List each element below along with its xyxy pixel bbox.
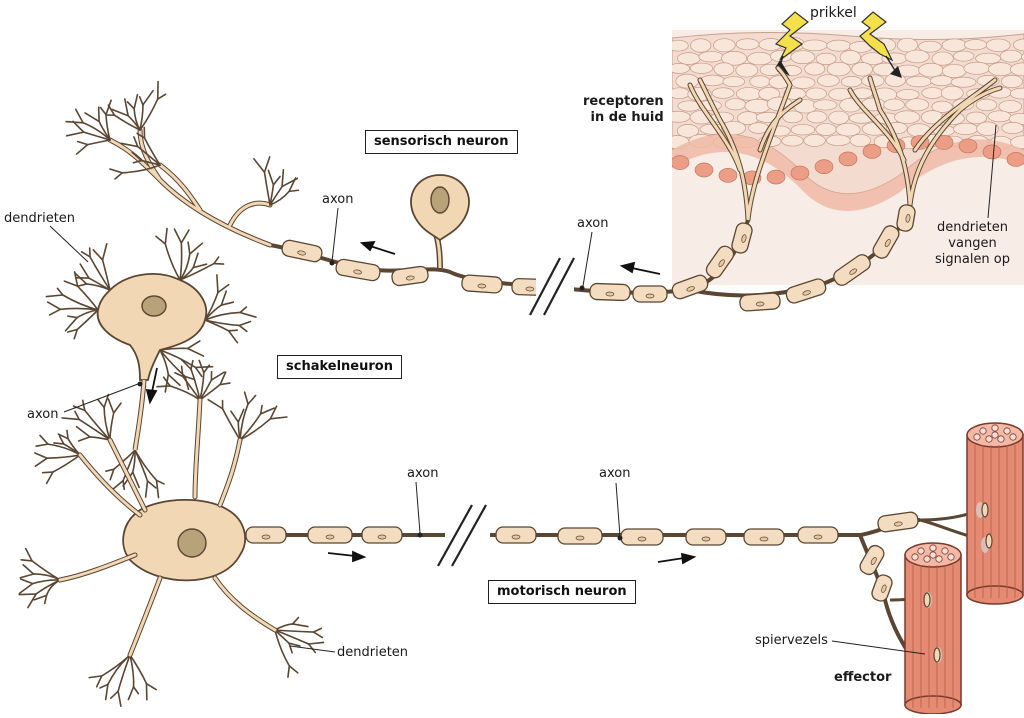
lightning-bolt-icon bbox=[859, 11, 902, 78]
myelin-segment bbox=[871, 574, 893, 602]
label-schakelneuron: schakelneuron bbox=[277, 355, 402, 379]
myelin-segment bbox=[557, 527, 603, 545]
leader-lines bbox=[49, 124, 997, 655]
label-dendrieten-vangen: dendrieten vangen signalen op bbox=[925, 220, 1020, 268]
ranvier-node-markers bbox=[329, 260, 623, 541]
myelin-segment bbox=[731, 222, 753, 254]
myelin-segment bbox=[391, 265, 429, 287]
myelin-segment bbox=[245, 526, 287, 544]
myelin-segment bbox=[307, 526, 353, 544]
myelin-segment bbox=[685, 528, 727, 546]
direction-arrow-icon bbox=[657, 552, 697, 565]
label-receptoren: receptoren in de huid bbox=[583, 94, 664, 126]
motor-end-plates bbox=[923, 502, 993, 663]
label-dendrieten-vangen-line3: signalen op bbox=[934, 252, 1011, 267]
label-receptoren-line1: receptoren bbox=[583, 94, 664, 109]
motor-myelin-sheath bbox=[245, 511, 919, 602]
label-dendrieten-vangen-line2: vangen bbox=[948, 236, 997, 251]
myelin-segment bbox=[743, 528, 785, 546]
myelin-segment bbox=[589, 282, 631, 302]
motor-dendrite-tree bbox=[57, 397, 278, 658]
sensory-myelin-sheath bbox=[281, 204, 916, 312]
sensory-cell-body bbox=[410, 174, 470, 269]
myelin-segment bbox=[495, 526, 537, 544]
direction-arrow-icon bbox=[327, 550, 367, 563]
motor-cell-body bbox=[122, 498, 246, 582]
label-motorisch-neuron: motorisch neuron bbox=[488, 580, 636, 604]
muscle-fiber-upper bbox=[966, 422, 1024, 605]
myelin-segment bbox=[632, 285, 668, 303]
myelin-segment bbox=[896, 204, 916, 232]
label-sensorisch-neuron: sensorisch neuron bbox=[365, 130, 518, 154]
label-dendrieten-top: dendrieten bbox=[4, 211, 76, 226]
receptor-dendrites-fill bbox=[688, 66, 1002, 222]
label-axon-sensory-left: axon bbox=[322, 192, 354, 207]
myelin-segment bbox=[785, 278, 827, 304]
skin-section bbox=[672, 30, 1024, 285]
myelin-segment bbox=[739, 292, 781, 312]
myelin-segment bbox=[620, 528, 664, 546]
label-dendrieten-vangen-line1: dendrieten bbox=[936, 220, 1009, 235]
direction-arrow-icon bbox=[359, 240, 396, 255]
label-dendrieten-bottom: dendrieten bbox=[337, 645, 409, 660]
axon-break-icon bbox=[437, 504, 490, 567]
muscle-fiber-lower bbox=[904, 542, 962, 715]
label-prikkel: prikkel bbox=[810, 5, 857, 21]
label-receptoren-line2: in de huid bbox=[590, 110, 664, 125]
direction-arrow-icon bbox=[619, 261, 661, 275]
myelin-segment bbox=[859, 544, 885, 576]
sensory-dendrite-tree bbox=[107, 127, 273, 248]
myelin-segment bbox=[797, 526, 839, 544]
label-axon-motor-left: axon bbox=[407, 466, 439, 481]
myelin-segment bbox=[335, 258, 381, 282]
label-spiervezels: spiervezels bbox=[755, 633, 828, 648]
myelin-segment bbox=[361, 526, 403, 544]
fine-dendrite-branches bbox=[18, 80, 325, 708]
label-axon-motor-right: axon bbox=[599, 466, 631, 481]
direction-arrow-icon bbox=[145, 367, 158, 405]
myelin-segment bbox=[461, 274, 503, 294]
myelin-segment bbox=[833, 254, 871, 286]
label-axon-relay: axon bbox=[27, 407, 59, 422]
label-effector: effector bbox=[834, 670, 892, 685]
myelin-segment bbox=[872, 225, 900, 259]
axon-break-icon bbox=[529, 257, 575, 316]
myelin-segment bbox=[281, 239, 323, 263]
myelin-segment bbox=[705, 245, 735, 279]
label-axon-sensory-right: axon bbox=[577, 216, 609, 231]
myelin-segment bbox=[877, 511, 919, 533]
interneuron bbox=[96, 273, 208, 451]
myelin-segment bbox=[671, 274, 709, 300]
